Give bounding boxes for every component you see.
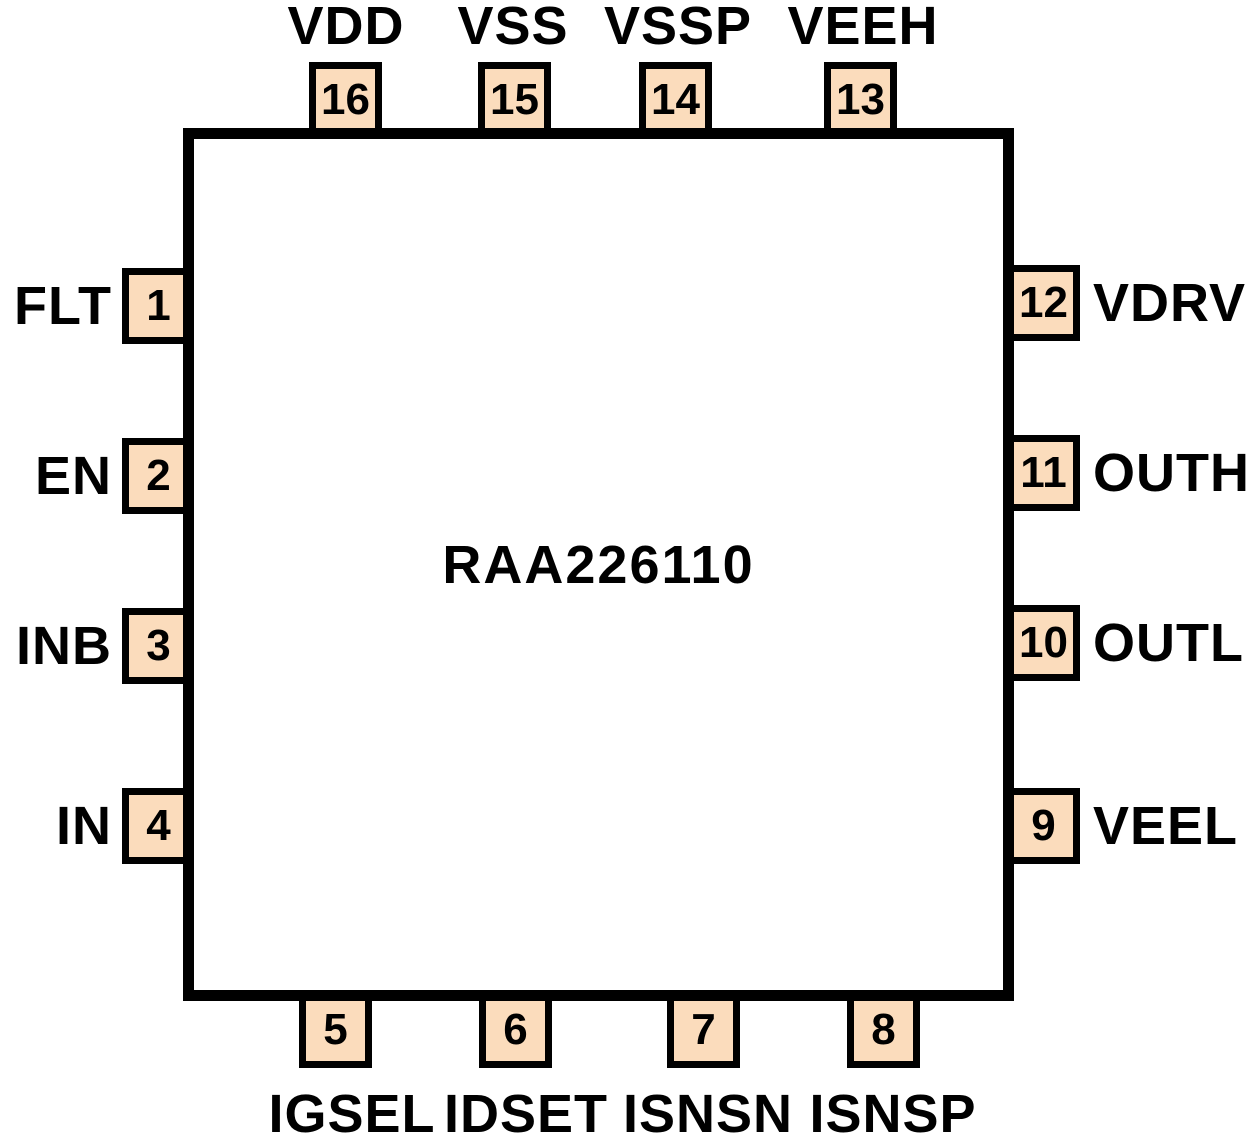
pin-13-name-label: VEEH <box>787 0 939 56</box>
pin-2-number: 2 <box>146 451 171 500</box>
pin-13: 13 <box>824 62 897 138</box>
pin-7: 7 <box>667 992 740 1068</box>
pin-1: 1 <box>122 268 195 344</box>
pin-15-number: 15 <box>490 75 539 124</box>
pin-3-name-label: INB <box>16 616 112 676</box>
pin-14-name-label: VSSP <box>603 0 753 56</box>
pin-3-number: 3 <box>146 621 171 670</box>
pin-16-number: 16 <box>321 75 370 124</box>
pin-8: 8 <box>847 992 920 1068</box>
pin-10-name-label: OUTL <box>1093 613 1244 673</box>
pin-4: 4 <box>122 788 195 864</box>
pin-12-number: 12 <box>1019 278 1068 327</box>
pin-9-number: 9 <box>1031 801 1056 850</box>
pin-8-number: 8 <box>871 1005 896 1054</box>
pin-14-number: 14 <box>651 75 700 124</box>
pin-4-number: 4 <box>146 801 171 850</box>
pin-1-number: 1 <box>146 281 171 330</box>
pin-6-name-label: IDSET <box>443 1084 609 1144</box>
pin-6: 6 <box>479 992 552 1068</box>
pin-12: 12 <box>1007 265 1080 341</box>
pin-5-name-label: IGSEL <box>268 1084 436 1144</box>
pin-2-name-label: EN <box>34 446 112 506</box>
pin-7-number: 7 <box>691 1005 716 1054</box>
pin-4-name-label: IN <box>56 796 112 856</box>
pin-10: 10 <box>1007 605 1080 681</box>
pin-16-name-label: VDD <box>287 0 405 56</box>
pin-16: 16 <box>309 62 382 138</box>
pin-14: 14 <box>639 62 712 138</box>
pin-13-number: 13 <box>836 75 885 124</box>
pin-6-number: 6 <box>503 1005 528 1054</box>
pin-1-name-label: FLT <box>14 276 112 336</box>
pin-11: 11 <box>1007 435 1080 511</box>
pin-15-name-label: VSS <box>457 0 569 56</box>
pin-12-name-label: VDRV <box>1093 273 1247 333</box>
pin-5: 5 <box>299 992 372 1068</box>
pin-15: 15 <box>478 62 551 138</box>
pin-7-name-label: ISNSN <box>622 1084 794 1144</box>
pin-5-number: 5 <box>323 1005 348 1054</box>
chip-body: RAA226110 <box>183 128 1014 1001</box>
part-number-label: RAA226110 <box>442 534 755 595</box>
pin-8-name-label: ISNSP <box>809 1084 977 1144</box>
pin-9-name-label: VEEL <box>1093 796 1239 856</box>
pin-9: 9 <box>1007 788 1080 864</box>
pin-11-name-label: OUTH <box>1093 443 1250 503</box>
pin-10-number: 10 <box>1019 618 1068 667</box>
pin-11-number: 11 <box>1020 448 1067 497</box>
pin-2: 2 <box>122 438 195 514</box>
